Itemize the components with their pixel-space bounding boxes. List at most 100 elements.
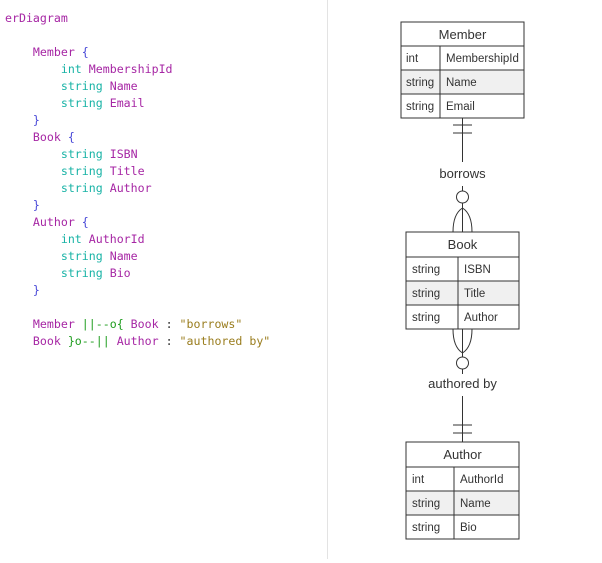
code-token: "borrows" xyxy=(179,317,243,331)
code-token: int xyxy=(60,232,82,246)
attr-type: int xyxy=(406,53,419,65)
attr-name: Title xyxy=(464,288,485,300)
code-token xyxy=(5,283,33,297)
entity-member: Member int MembershipId string Name stri… xyxy=(400,21,525,119)
code-token xyxy=(103,164,110,178)
code-editor[interactable]: erDiagram Member { int MembershipId stri… xyxy=(0,0,328,559)
code-token xyxy=(5,130,33,144)
code-line[interactable]: string Bio xyxy=(5,265,270,282)
entity-member-title: Member xyxy=(439,27,487,42)
code-token: string xyxy=(60,96,103,110)
code-token: { xyxy=(81,45,89,59)
code-token xyxy=(5,266,61,280)
code-token xyxy=(75,45,82,59)
entity-book: Book string ISBN string Title string Aut… xyxy=(405,231,520,330)
er-diagram-preview: Member int MembershipId string Name stri… xyxy=(329,0,602,559)
code-line[interactable]: Author { xyxy=(5,214,270,231)
code-token: string xyxy=(60,181,103,195)
code-line[interactable]: string Title xyxy=(5,163,270,180)
attr-name: Email xyxy=(446,101,475,113)
entity-book-row xyxy=(405,280,520,306)
code-token: MembershipId xyxy=(88,62,173,76)
code-line[interactable]: int MembershipId xyxy=(5,61,270,78)
attr-type: string xyxy=(412,312,440,324)
code-token xyxy=(5,62,61,76)
relationship-authored-by: authored by xyxy=(428,328,497,442)
attr-type: string xyxy=(412,522,440,534)
code-line[interactable] xyxy=(5,27,270,44)
entity-author: Author int AuthorId string Name string B… xyxy=(405,441,520,540)
code-token xyxy=(5,232,61,246)
code-token: "authored by" xyxy=(179,334,271,348)
attr-name: Name xyxy=(460,498,491,510)
code-token: } xyxy=(32,283,40,297)
code-line[interactable]: } xyxy=(5,197,270,214)
code-token xyxy=(75,215,82,229)
code-line[interactable]: Member { xyxy=(5,44,270,61)
code-token xyxy=(82,62,89,76)
code-token: string xyxy=(60,147,103,161)
code-line[interactable]: string Author xyxy=(5,180,270,197)
cardinality-many-prong xyxy=(452,328,463,354)
attr-name: Bio xyxy=(460,522,477,534)
code-line[interactable]: } xyxy=(5,282,270,299)
code-token: Bio xyxy=(109,266,131,280)
code-token xyxy=(110,334,117,348)
code-token xyxy=(103,79,110,93)
code-line[interactable]: Member ||--o{ Book : "borrows" xyxy=(5,316,270,333)
code-token: string xyxy=(60,164,103,178)
attr-name: ISBN xyxy=(464,264,491,276)
code-line[interactable]: Book { xyxy=(5,129,270,146)
entity-book-row xyxy=(405,256,520,282)
code-token: ||--o{ xyxy=(81,317,124,331)
code-token: ISBN xyxy=(109,147,138,161)
code-token: Author xyxy=(32,215,75,229)
code-line[interactable]: erDiagram xyxy=(5,10,270,27)
attr-name: Author xyxy=(464,312,498,324)
relationship-label-borrows: borrows xyxy=(439,166,486,181)
code-token: int xyxy=(60,62,82,76)
code-token: Email xyxy=(109,96,145,110)
attr-type: string xyxy=(406,101,434,113)
entity-book-title: Book xyxy=(448,237,478,252)
code-token xyxy=(103,266,110,280)
code-token xyxy=(103,181,110,195)
code-line[interactable]: Book }o--|| Author : "authored by" xyxy=(5,333,270,350)
attr-type: string xyxy=(412,498,440,510)
code-line[interactable]: } xyxy=(5,112,270,129)
code-text[interactable]: erDiagram Member { int MembershipId stri… xyxy=(5,10,270,350)
code-token xyxy=(5,198,33,212)
code-line[interactable]: string Email xyxy=(5,95,270,112)
code-token: { xyxy=(81,215,89,229)
code-token: : xyxy=(158,317,180,331)
er-diagram-svg: Member int MembershipId string Name stri… xyxy=(400,21,525,540)
code-token xyxy=(5,147,61,161)
code-token: Book xyxy=(32,130,61,144)
code-token xyxy=(5,96,61,110)
code-token: Title xyxy=(109,164,145,178)
code-token: AuthorId xyxy=(88,232,145,246)
code-line[interactable]: string ISBN xyxy=(5,146,270,163)
code-token xyxy=(103,249,110,263)
code-token: Book xyxy=(130,317,159,331)
relationship-borrows: borrows xyxy=(439,118,486,233)
code-token: } xyxy=(32,113,40,127)
code-token xyxy=(103,147,110,161)
cardinality-many-prong xyxy=(462,328,473,354)
code-line[interactable]: string Name xyxy=(5,248,270,265)
entity-member-row xyxy=(400,45,525,71)
code-line[interactable]: int AuthorId xyxy=(5,231,270,248)
code-line[interactable]: string Name xyxy=(5,78,270,95)
code-line[interactable] xyxy=(5,299,270,316)
code-token: Member xyxy=(32,317,75,331)
entity-book-row xyxy=(405,304,520,330)
entity-author-title: Author xyxy=(443,447,482,462)
cardinality-many-prong xyxy=(462,207,473,233)
code-token xyxy=(5,334,33,348)
code-token xyxy=(5,45,33,59)
code-token xyxy=(75,317,82,331)
cardinality-zero-circle xyxy=(456,190,469,204)
entity-member-row xyxy=(400,93,525,119)
entity-author-row xyxy=(405,514,520,540)
entity-author-row xyxy=(405,466,520,492)
